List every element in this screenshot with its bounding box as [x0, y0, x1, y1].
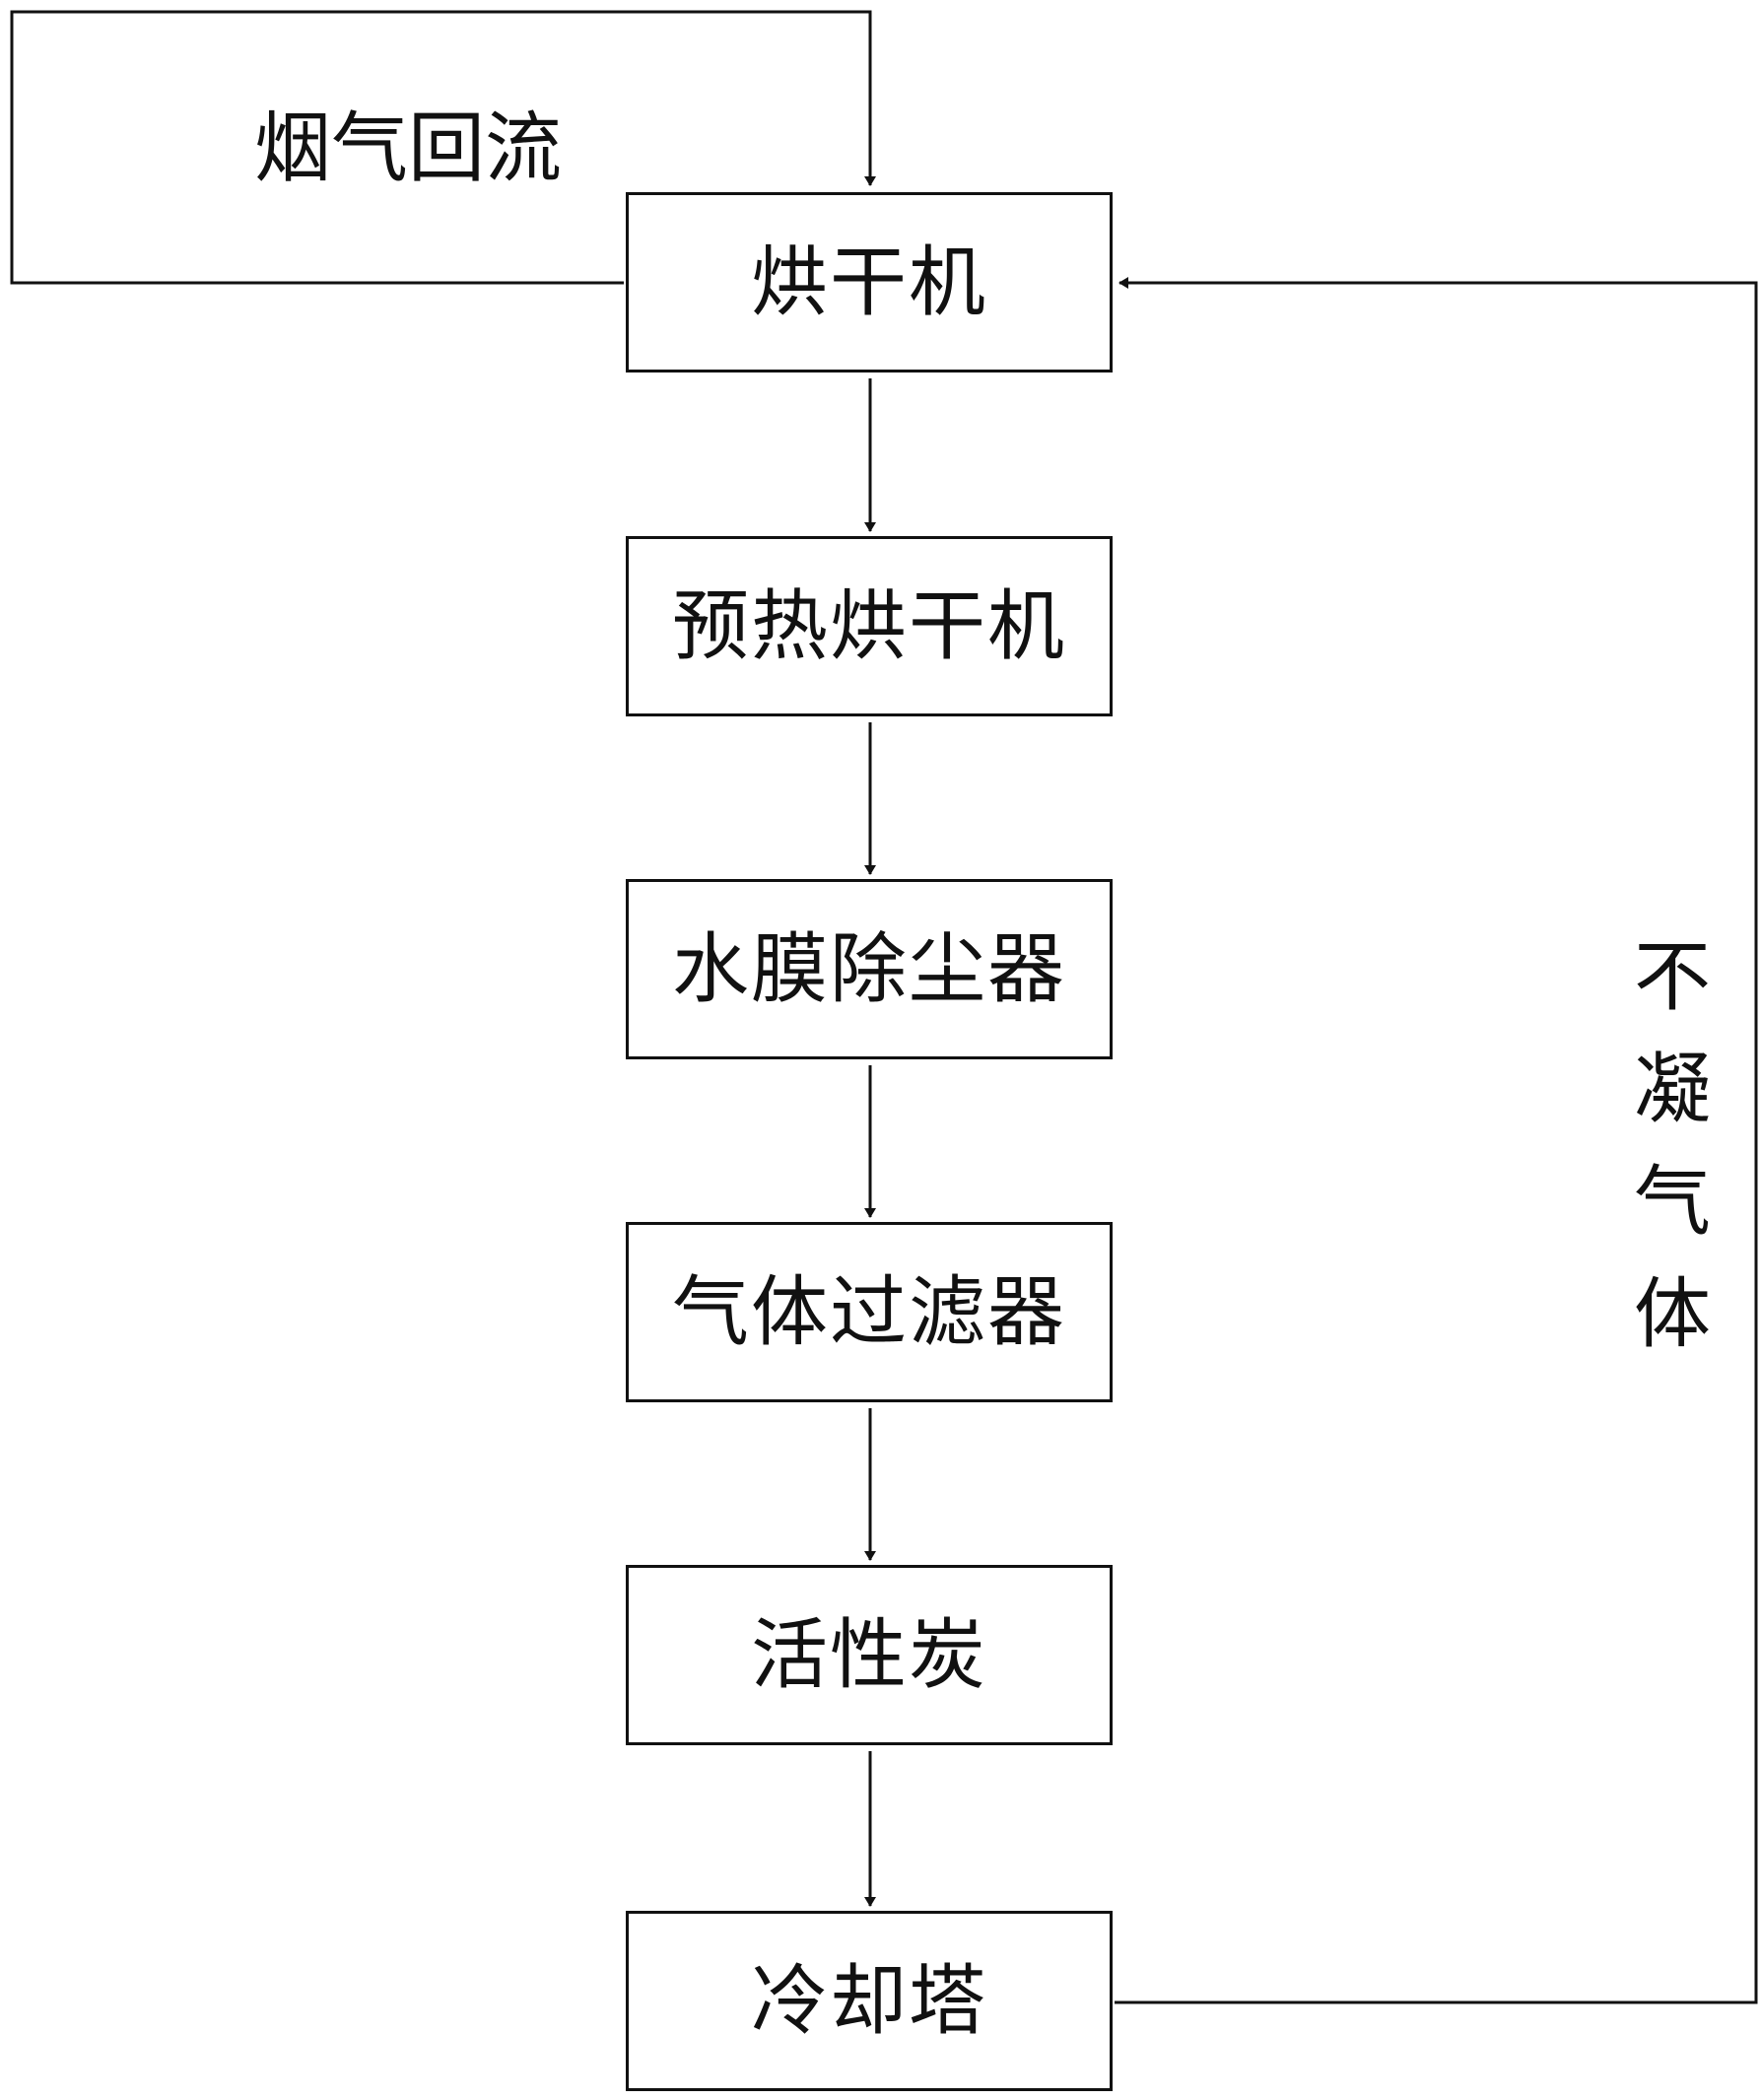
node-water-film-dust-collector: 水膜除尘器 — [626, 879, 1113, 1059]
node-water-film-dust-collector-label: 水膜除尘器 — [671, 924, 1066, 1014]
node-activated-carbon: 活性炭 — [626, 1565, 1113, 1745]
non-condensable-gas-char-4: 体 — [1633, 1270, 1711, 1359]
non-condensable-gas-char-1: 不 — [1633, 933, 1711, 1022]
node-preheat-dryer: 预热烘干机 — [626, 536, 1113, 716]
non-condensable-gas-char-2: 凝 — [1633, 1046, 1711, 1134]
node-dryer-label: 烘干机 — [750, 237, 987, 327]
node-gas-filter-label: 气体过滤器 — [671, 1267, 1066, 1357]
non-condensable-gas-line — [1115, 277, 1758, 2004]
non-condensable-gas-label: 不 凝 气 体 — [1633, 921, 1712, 1371]
non-condensable-gas-char-3: 气 — [1633, 1158, 1711, 1247]
flue-gas-recirculation-label: 烟气回流 — [254, 104, 563, 193]
node-cooling-tower-label: 冷却塔 — [750, 1956, 987, 2046]
node-cooling-tower: 冷却塔 — [626, 1911, 1113, 2091]
node-dryer: 烘干机 — [626, 192, 1113, 373]
node-gas-filter: 气体过滤器 — [626, 1222, 1113, 1402]
flue-gas-recirculation-line — [10, 10, 876, 285]
node-preheat-dryer-label: 预热烘干机 — [671, 581, 1066, 671]
node-activated-carbon-label: 活性炭 — [750, 1610, 987, 1700]
